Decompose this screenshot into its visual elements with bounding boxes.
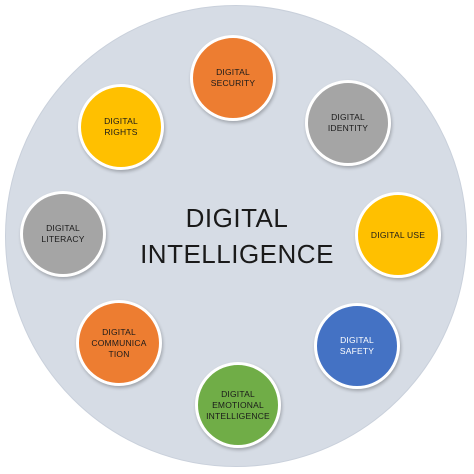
node-label-line: RIGHTS xyxy=(104,127,138,137)
center-title: DIGITAL INTELLIGENCE xyxy=(117,200,357,272)
node-label-line: DIGITAL xyxy=(221,388,255,399)
center-title-line-2: INTELLIGENCE xyxy=(140,239,334,269)
node-label-line: SECURITY xyxy=(210,78,256,88)
node-label: DIGITAL USE xyxy=(365,230,431,241)
node-label-line: COMMUNICA xyxy=(91,337,147,348)
node-label-line: EMOTIONAL xyxy=(212,399,264,410)
node-label-line: INTELLIGENCE xyxy=(206,410,270,421)
node-label-line: TION xyxy=(108,348,130,359)
node-label-line: SAFETY xyxy=(339,346,375,356)
center-title-line-1: DIGITAL xyxy=(185,203,289,233)
node-label-line: DIGITAL xyxy=(216,67,250,77)
node-use: DIGITAL USE xyxy=(355,192,441,278)
node-label-line: IDENTITY xyxy=(327,123,369,133)
node-label-line: DIGITAL xyxy=(102,326,136,337)
node-label-line: DIGITAL xyxy=(340,335,374,345)
node-label-line: DIGITAL xyxy=(46,223,80,233)
node-label-line: DIGITAL xyxy=(104,116,138,126)
node-label-line: LITERACY xyxy=(41,234,85,244)
node-label-line: DIGITAL xyxy=(331,112,365,122)
node-label-line: DIGITAL USE xyxy=(370,229,426,240)
